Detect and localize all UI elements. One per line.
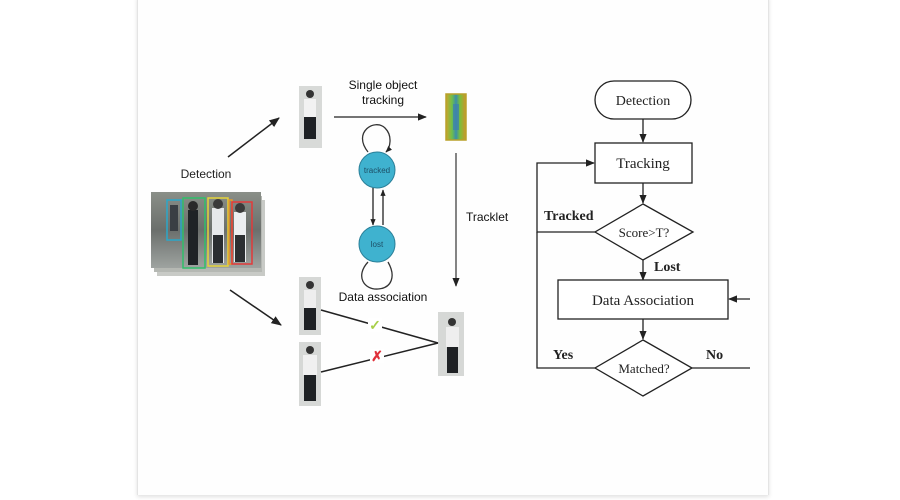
flow-label-yes: Yes: [553, 348, 574, 363]
bbox-5: [231, 201, 253, 265]
flowchart: Detection Tracking Score>T? Tracked Lost…: [536, 80, 750, 397]
sot-label-line2: tracking: [362, 93, 404, 107]
cross-bg: [370, 349, 384, 363]
arrow-to-association: [229, 289, 282, 326]
state-lost-label: lost: [371, 240, 384, 249]
flow-loop-yes: [536, 232, 595, 369]
flow-tracking: [594, 142, 693, 184]
flow-decision-score-label: Score>T?: [619, 225, 670, 240]
state-lost: [358, 225, 396, 263]
person-crop-sot: [299, 86, 322, 148]
tracklet-label: Tracklet: [466, 210, 509, 224]
flow-loop-tracked: [536, 159, 595, 233]
person-crop-candidate-1: [299, 277, 321, 335]
person-crop-candidate-2: [299, 342, 321, 406]
flow-data-association-label: Data Association: [592, 293, 695, 309]
flow-label-no: No: [706, 348, 723, 363]
detection-frames: [151, 192, 265, 276]
flow-data-association: [557, 279, 729, 320]
data-association-label: Data association: [339, 290, 428, 304]
flow-tracking-label: Tracking: [616, 156, 670, 172]
tracked-heatmap: [445, 93, 467, 141]
sot-label-line1: Single object: [349, 78, 418, 92]
state-tracked: [358, 151, 396, 189]
state-machine: tracked lost: [358, 124, 396, 290]
flow-label-lost: Lost: [654, 260, 681, 275]
flow-label-tracked: Tracked: [544, 209, 594, 224]
bbox-2: [182, 197, 206, 269]
flow-start-label: Detection: [616, 94, 670, 109]
self-loop-lost: [361, 261, 393, 290]
flow-decision-matched-label: Matched?: [618, 361, 669, 376]
cross-icon: ✗: [371, 348, 383, 364]
self-loop-tracked: [361, 124, 392, 153]
detection-label: Detection: [181, 167, 232, 181]
bbox-1: [166, 199, 182, 241]
pedestrians: [170, 199, 246, 265]
flow-decision-matched: [593, 339, 694, 397]
check-bg: [368, 318, 382, 332]
person-crop-tracklet: [438, 312, 464, 376]
bbox-3: [207, 197, 229, 267]
check-icon: ✓: [369, 317, 381, 333]
arrow-to-sot: [227, 117, 280, 158]
state-tracked-label: tracked: [364, 166, 390, 175]
